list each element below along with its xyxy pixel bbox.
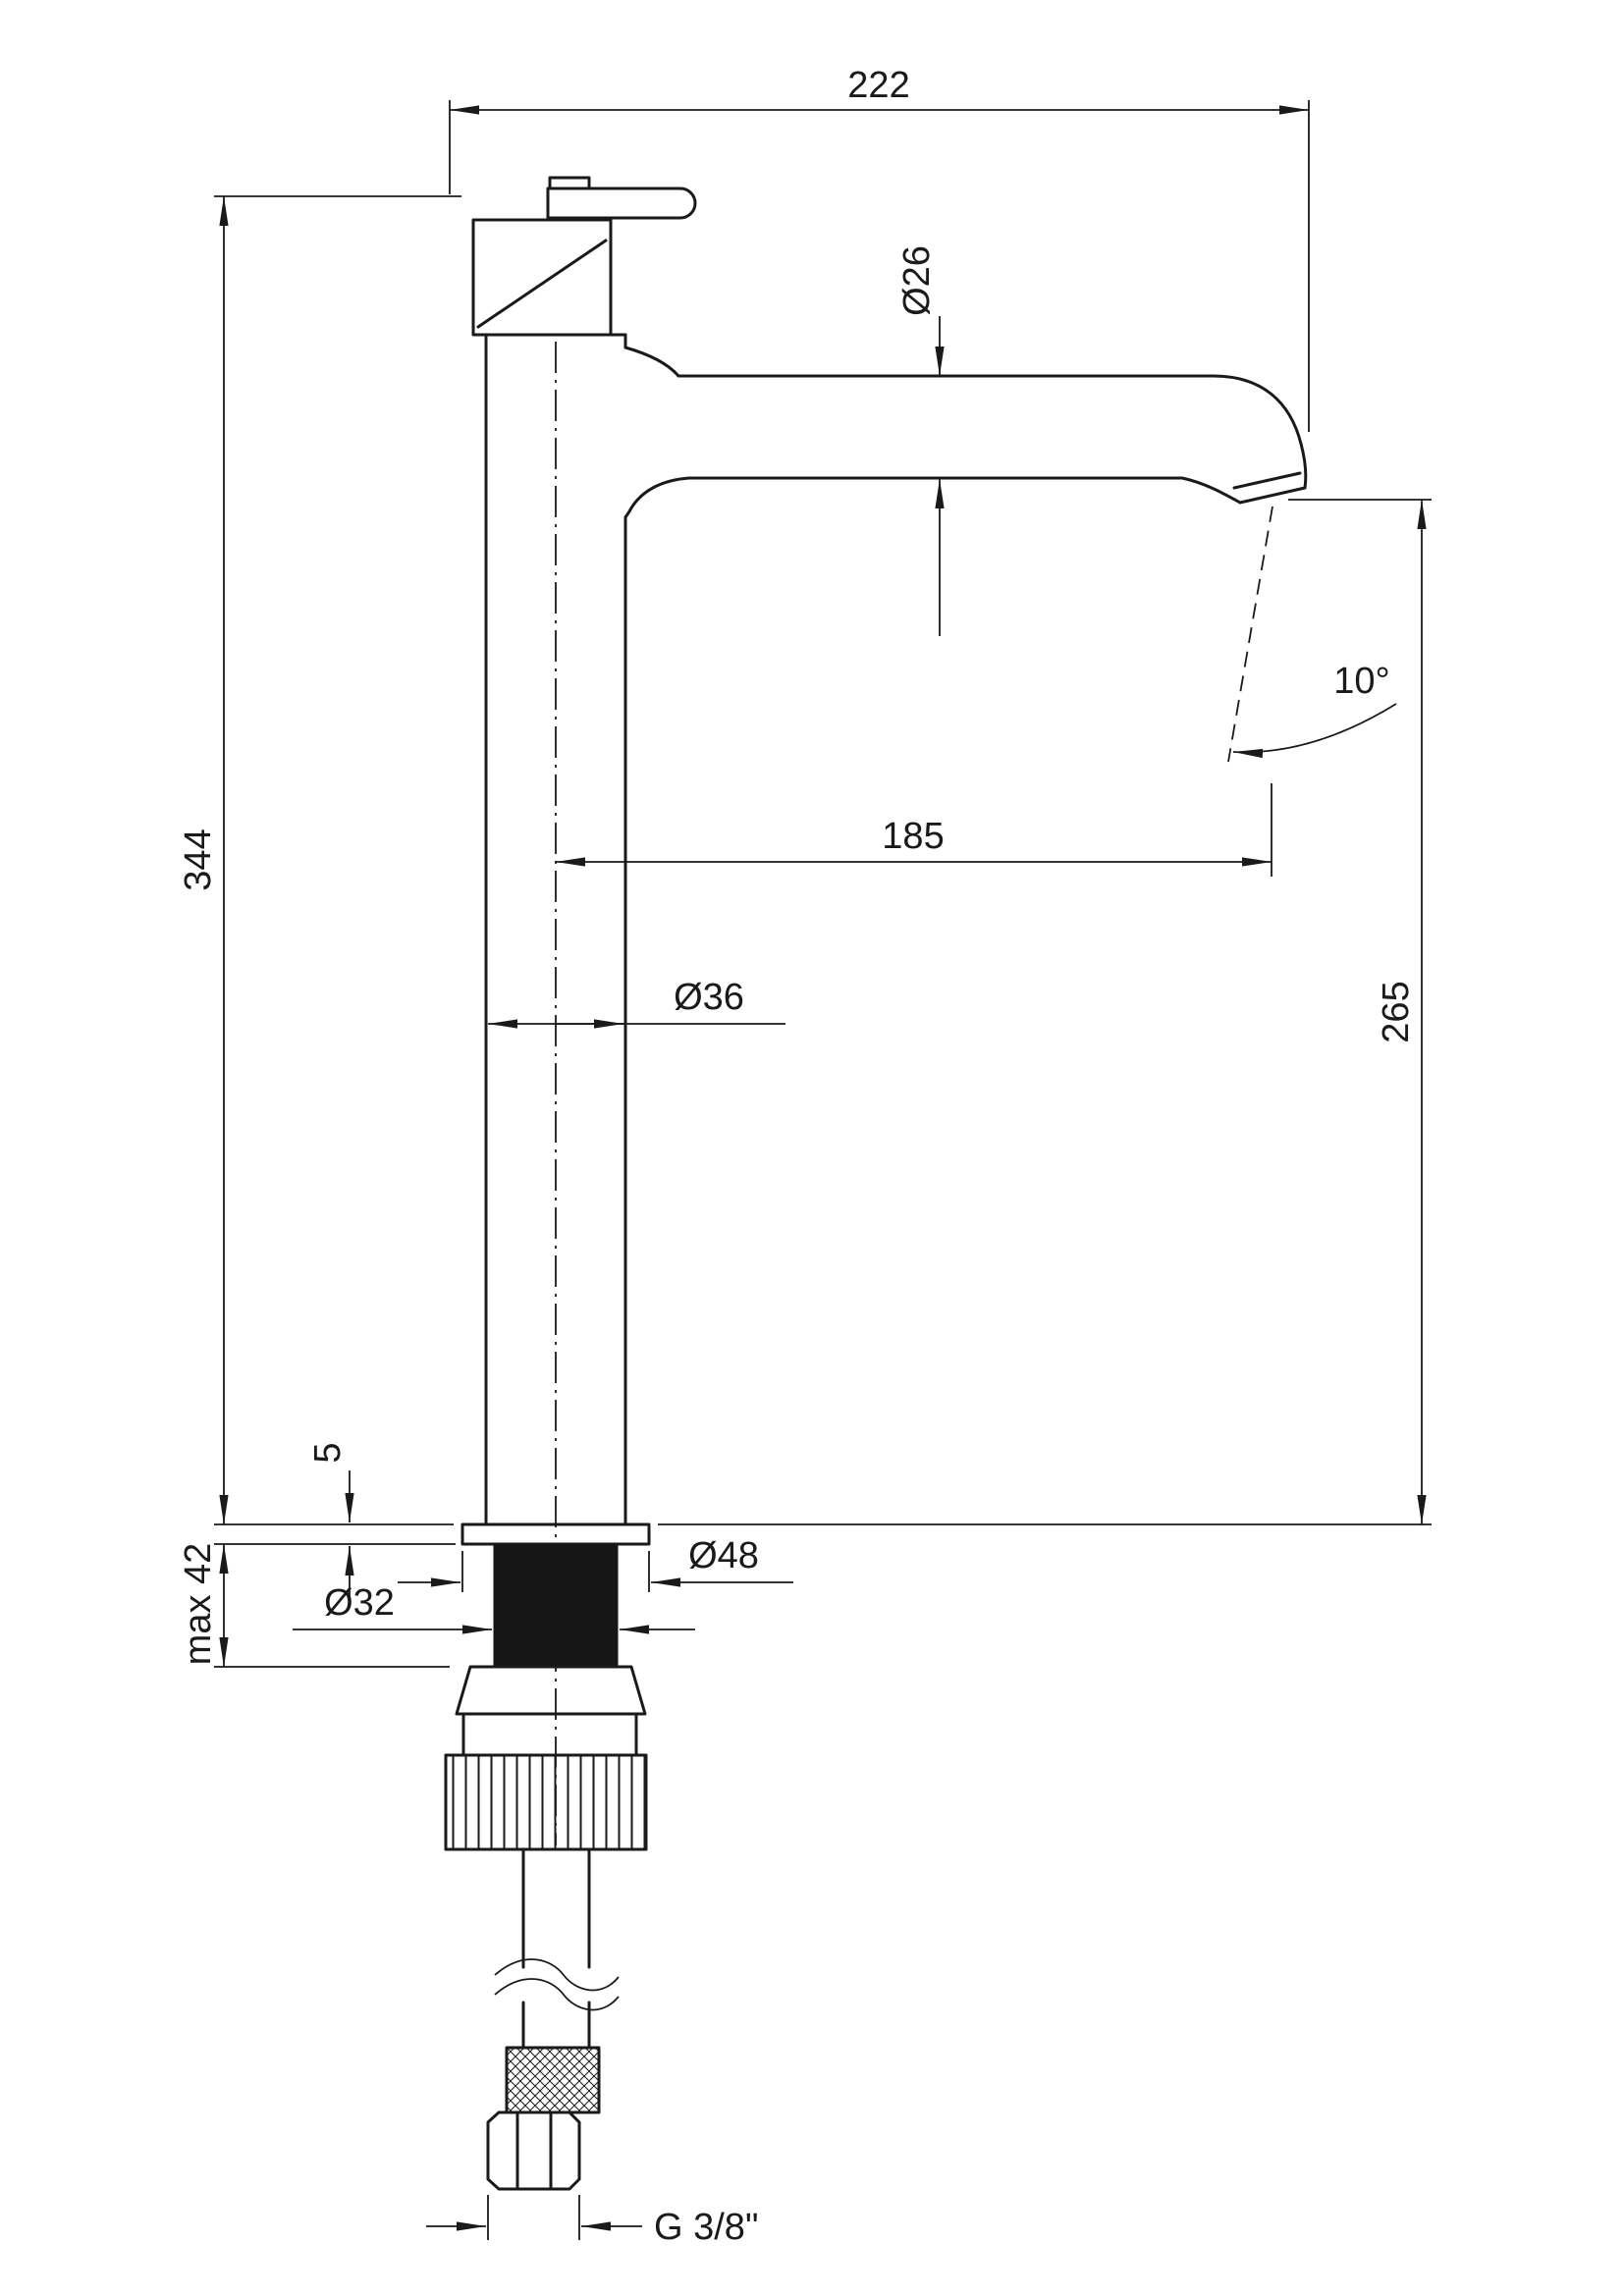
dim-label-outlet-height: 265: [1376, 981, 1417, 1042]
dim-label-shank-dia: Ø32: [324, 1582, 395, 1624]
dim-body-dia: Ø36: [488, 977, 785, 1029]
dim-spout-reach: 185: [556, 783, 1272, 877]
threaded-shank: [493, 1543, 619, 1668]
dim-label-spout-dia: Ø26: [896, 245, 938, 316]
dim-shank-dia: Ø32: [293, 1582, 695, 1634]
dim-outlet-height: 265: [658, 499, 1432, 1525]
angle-projection-line: [1227, 506, 1273, 763]
dim-hose-thread: G 3/8": [426, 2195, 758, 2248]
dim-label-body-dia: Ø36: [674, 977, 744, 1018]
hose-break-line-1: [494, 1958, 620, 1992]
dim-spout-angle: 10°: [1227, 506, 1397, 763]
housing-slant-line: [476, 239, 608, 329]
dim-label-base-thickness: 5: [307, 1442, 349, 1463]
lever-handle: [546, 187, 697, 220]
mounting-washer: [455, 1665, 647, 1716]
dim-spout-dia: Ø26: [896, 245, 945, 636]
spout-outlet-face: [1238, 486, 1307, 505]
spout-bottom-edge: [623, 476, 1242, 519]
dim-label-spout-angle: 10°: [1333, 661, 1389, 702]
dim-max-mounting: max 42: [178, 1543, 450, 1668]
hex-nut: [486, 2110, 581, 2191]
hose-sleeve-hatch: [507, 2048, 599, 2112]
dim-overall-depth: 222: [449, 65, 1310, 432]
knurled-nut-fill: [446, 1755, 646, 1849]
lever-pin: [548, 176, 591, 190]
spout-aerator-seam: [1232, 471, 1302, 490]
handle-housing: [471, 218, 613, 337]
knurled-nut: [444, 1753, 648, 1851]
dim-label-hose-thread: G 3/8": [654, 2207, 758, 2248]
dim-total-height: 344: [178, 195, 461, 1525]
hose-break-line-2: [494, 1978, 620, 2011]
dim-label-overall-depth: 222: [847, 65, 909, 106]
dim-label-total-height: 344: [178, 828, 219, 890]
dim-base-dia: Ø48: [398, 1535, 793, 1592]
faucet-outline: [444, 176, 1308, 2191]
dim-label-base-dia: Ø48: [688, 1535, 759, 1576]
spout-top-edge: [623, 346, 1308, 490]
dim-base-thickness: 5: [214, 1442, 456, 1600]
angle-arc: [1232, 703, 1397, 759]
dim-label-spout-reach: 185: [882, 816, 944, 857]
dim-label-max-mounting: max 42: [178, 1543, 219, 1666]
mounting-collar: [461, 1712, 638, 1757]
